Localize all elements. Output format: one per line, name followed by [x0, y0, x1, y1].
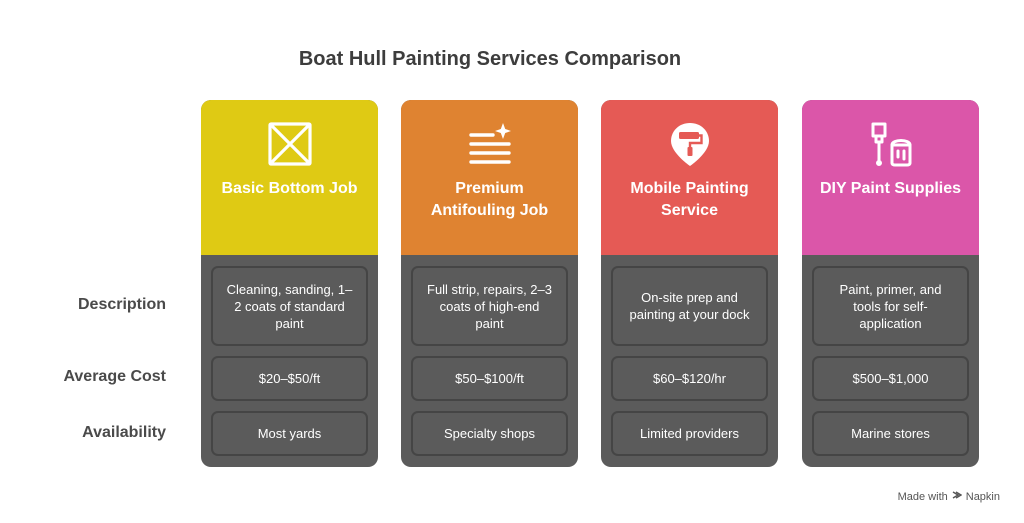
cost-cell: $60–$120/hr	[611, 356, 768, 401]
availability-cell: Marine stores	[812, 411, 969, 456]
card-basic-bottom-job: Basic Bottom Job Cleaning, sanding, 1–2 …	[201, 100, 378, 467]
card-title: Mobile Painting Service	[630, 180, 749, 219]
watermark: Made with Napkin	[898, 490, 1000, 503]
watermark-brand: Napkin	[965, 490, 1000, 503]
row-label-average-cost: Average Cost	[63, 368, 166, 385]
bowtie-icon	[266, 120, 314, 168]
card-header: DIY Paint Supplies	[802, 100, 979, 255]
card-header: Premium Antifouling Job	[401, 100, 578, 255]
description-cell: Full strip, repairs, 2–3 coats of high-e…	[411, 266, 568, 346]
availability-cell: Limited providers	[611, 411, 768, 456]
description-cell: On-site prep and painting at your dock	[611, 266, 768, 346]
availability-cell: Specialty shops	[411, 411, 568, 456]
card-mobile-painting-service: Mobile Painting Service On-site prep and…	[601, 100, 778, 467]
napkin-logo-icon	[952, 490, 963, 503]
description-cell: Paint, primer, and tools for self-applic…	[812, 266, 969, 346]
card-header: Mobile Painting Service	[601, 100, 778, 255]
sparkle-lines-icon	[466, 120, 514, 168]
watermark-prefix: Made with	[897, 490, 948, 503]
row-label-availability: Availability	[82, 424, 166, 441]
paint-brush-bucket-icon	[867, 120, 915, 168]
cost-cell: $20–$50/ft	[211, 356, 368, 401]
card-title: Premium Antifouling Job	[430, 180, 549, 219]
card-premium-antifouling-job: Premium Antifouling Job Full strip, repa…	[401, 100, 578, 467]
row-label-description: Description	[77, 296, 166, 313]
description-cell: Cleaning, sanding, 1–2 coats of standard…	[211, 266, 368, 346]
cost-cell: $50–$100/ft	[411, 356, 568, 401]
cost-cell: $500–$1,000	[812, 356, 969, 401]
paint-roller-pin-icon	[666, 120, 714, 168]
page-title: Boat Hull Painting Services Comparison	[298, 48, 682, 70]
card-title: Basic Bottom Job	[221, 180, 358, 197]
card-header: Basic Bottom Job	[201, 100, 378, 255]
card-title: DIY Paint Supplies	[819, 180, 962, 197]
availability-cell: Most yards	[211, 411, 368, 456]
card-diy-paint-supplies: DIY Paint Supplies Paint, primer, and to…	[802, 100, 979, 467]
